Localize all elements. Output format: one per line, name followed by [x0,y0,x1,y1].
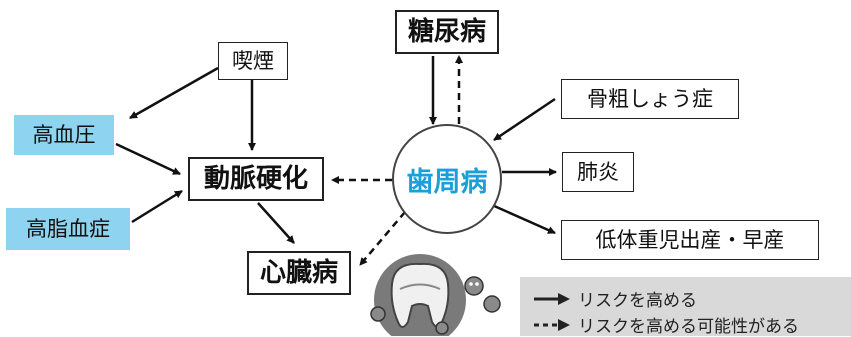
node-heart-disease-label: 心臓病 [259,258,338,288]
arrow-osteoporosis-to-periodontal [493,97,556,142]
node-osteoporosis: 骨粗しょう症 [561,79,739,119]
center-node-periodontal: 歯周病 [392,124,502,234]
node-pneumonia: 肺炎 [562,152,634,192]
arrow-smoking-to-hypertension [129,66,219,120]
node-hyperlipidemia-label: 高脂血症 [26,216,110,241]
node-smoking-label: 喫煙 [232,48,274,73]
legend: リスクを高める リスクを高める可能性がある [520,277,851,337]
arrow-arteriosclerosis-to-heart-disease [257,202,295,244]
node-arteriosclerosis-label: 動脈硬化 [203,164,308,194]
node-hyperlipidemia: 高脂血症 [6,208,130,250]
arrow-periodontal-to-low-birth-weight [491,203,556,235]
node-smoking: 喫煙 [218,42,288,80]
arrow-hyperlipidemia-to-arteriosclerosis [131,189,183,224]
node-low-birth-weight-label: 低体重児出産・早産 [595,227,785,252]
node-arteriosclerosis: 動脈硬化 [188,157,324,201]
legend-solid-label: リスクを高める [578,291,697,311]
node-osteoporosis-label: 骨粗しょう症 [587,86,713,111]
legend-solid-arrow-icon [534,292,570,305]
center-node-label: 歯周病 [406,166,488,198]
node-heart-disease: 心臓病 [247,251,351,295]
legend-dashed-label: リスクを高める可能性がある [578,317,799,337]
node-pneumonia-label: 肺炎 [577,159,619,184]
node-diabetes: 糖尿病 [395,10,499,54]
legend-dashed: リスクを高める可能性がある [532,312,799,337]
legend-dashed-arrow-icon [534,318,570,331]
node-hypertension-label: 高血圧 [32,122,96,147]
node-low-birth-weight: 低体重児出産・早産 [561,220,819,260]
node-diabetes-label: 糖尿病 [407,17,486,47]
node-hypertension: 高血圧 [14,115,114,155]
tooth-illustration [370,254,501,336]
arrow-hypertension-to-arteriosclerosis [115,142,181,176]
legend-solid: リスクを高める [532,286,697,311]
